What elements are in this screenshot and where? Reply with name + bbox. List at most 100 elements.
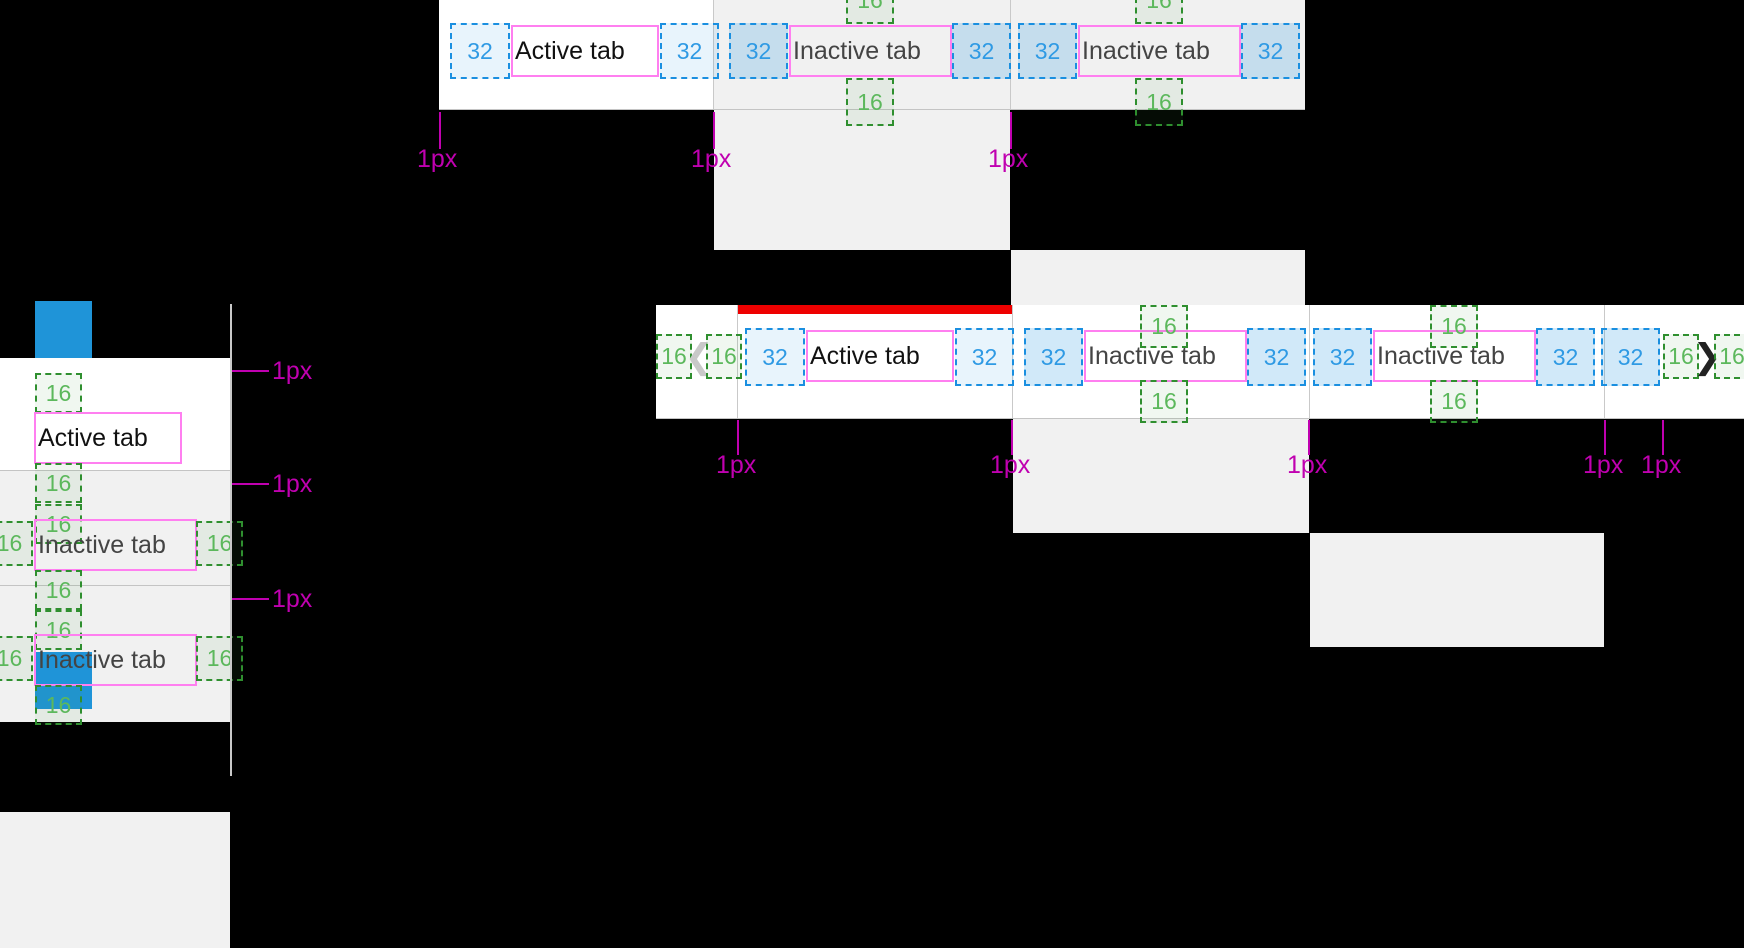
measure-leader [1010, 112, 1012, 149]
padding-annotation-left: 32 [1018, 23, 1077, 79]
tab-inactive-1[interactable] [714, 110, 1010, 250]
measure-leader [1011, 420, 1013, 455]
padding-value: 32 [1040, 343, 1067, 370]
padding-annotation-left: 32 [1601, 328, 1660, 386]
padding-annotation-right: 32 [660, 23, 719, 79]
chevron-left-icon[interactable]: ❮ [684, 338, 714, 376]
gap-value: 16 [206, 530, 233, 556]
padding-annotation-left: 16 [0, 521, 33, 566]
active-tab-indicator [738, 305, 1012, 314]
tab-separator [0, 470, 230, 471]
measure-leader [1308, 420, 1310, 455]
tab-separator [737, 305, 738, 419]
measure-leader [737, 420, 739, 455]
padding-value: 32 [1034, 37, 1061, 64]
scroll-right-button[interactable] [1605, 305, 1744, 419]
gap-value: 16 [1146, 88, 1172, 115]
measure-label: 1px [272, 470, 313, 498]
gap-annotation-top: 16 [35, 610, 82, 650]
padding-value: 32 [971, 343, 998, 370]
horizontal-tabbar-scrollable [656, 305, 1744, 647]
gap-value: 16 [45, 379, 72, 406]
gap-value: 16 [711, 343, 737, 369]
gap-annotation-bottom: 16 [1430, 380, 1478, 423]
tab-separator [1604, 305, 1605, 419]
gap-value: 16 [857, 0, 883, 12]
scroll-affordance-top[interactable] [35, 301, 92, 358]
padding-annotation-left: 32 [1024, 328, 1083, 386]
padding-value: 32 [1329, 343, 1356, 370]
gap-value: 16 [206, 645, 233, 671]
gap-value: 16 [1146, 0, 1172, 12]
padding-annotation-right: 32 [952, 23, 1011, 79]
measure-leader [713, 112, 715, 149]
measure-leader [232, 483, 269, 485]
padding-value: 32 [762, 343, 788, 370]
gap-annotation-bottom: 16 [35, 685, 82, 725]
tab-separator [713, 0, 714, 110]
tab-label-active: Active tab [515, 36, 625, 65]
padding-annotation-right: 16 [196, 521, 243, 566]
gap-value: 16 [1668, 343, 1694, 369]
gap-annotation-top: 16 [35, 504, 82, 544]
measure-label: 1px [272, 585, 313, 613]
gap-value: 16 [0, 645, 23, 671]
padding-annotation-left: 32 [729, 23, 788, 79]
measure-leader [439, 112, 441, 149]
gap-annotation-right: 16 [1714, 334, 1744, 379]
tabbar-bottom-border [439, 109, 1305, 110]
padding-annotation-left: 32 [450, 23, 510, 79]
tab-active[interactable] [738, 305, 1012, 419]
gap-annotation-right: 16 [706, 334, 742, 379]
gap-value: 16 [45, 510, 72, 537]
tab-label-box-inactive: Inactive tab [34, 634, 197, 686]
tab-separator [1309, 305, 1310, 419]
padding-value: 32 [1263, 343, 1290, 370]
padding-annotation-right: 32 [1247, 328, 1306, 386]
tab-active[interactable] [0, 358, 230, 470]
measure-leader [232, 370, 269, 372]
tab-label-box-inactive: Inactive tab [34, 519, 197, 571]
chevron-right-icon[interactable]: ❯ [1692, 338, 1722, 376]
measure-leader [232, 598, 269, 600]
measure-guide-vertical [230, 304, 232, 776]
padding-value: 32 [968, 37, 995, 64]
tabbar-bottom-border [656, 418, 1744, 419]
padding-annotation-right: 32 [1536, 328, 1595, 386]
gap-value: 16 [1441, 313, 1467, 339]
tab-inactive-2[interactable] [0, 812, 230, 948]
measure-label: 1px [691, 145, 732, 173]
measure-label: 1px [1641, 451, 1682, 479]
padding-value: 32 [1617, 343, 1644, 370]
gap-annotation-bottom: 16 [846, 78, 894, 126]
gap-value: 16 [45, 691, 72, 718]
tab-inactive-1[interactable] [1013, 419, 1309, 533]
gap-annotation-left: 16 [656, 334, 692, 379]
padding-annotation-left: 32 [745, 328, 805, 386]
gap-value: 16 [0, 530, 23, 556]
tab-label-box-inactive: Inactive tab [789, 25, 952, 77]
tab-label-inactive: Inactive tab [793, 36, 921, 65]
gap-annotation-top: 16 [1135, 0, 1183, 24]
scroll-left-button[interactable] [656, 305, 738, 419]
tab-label-box-inactive: Inactive tab [1078, 25, 1241, 77]
gap-annotation-bottom: 16 [1135, 78, 1183, 126]
tab-label-inactive: Inactive tab [1082, 36, 1210, 65]
padding-annotation-left: 32 [1313, 328, 1372, 386]
padding-value: 32 [745, 37, 772, 64]
scroll-affordance-bottom[interactable] [35, 652, 92, 709]
gap-value: 16 [857, 88, 883, 115]
tab-label-inactive: Inactive tab [38, 530, 166, 559]
measure-label: 1px [990, 451, 1031, 479]
tab-inactive-2[interactable] [1310, 533, 1604, 647]
tab-active[interactable] [439, 0, 713, 110]
gap-annotation-bottom: 16 [1140, 380, 1188, 423]
tab-label-box-active: Active tab [806, 330, 954, 382]
padding-annotation-right: 16 [196, 636, 243, 681]
padding-annotation-right: 32 [955, 328, 1014, 386]
tab-label-active: Active tab [810, 341, 920, 370]
padding-annotation-left: 16 [0, 636, 33, 681]
gap-value: 16 [1151, 313, 1177, 339]
padding-value: 32 [1257, 37, 1284, 64]
measure-label: 1px [1583, 451, 1624, 479]
